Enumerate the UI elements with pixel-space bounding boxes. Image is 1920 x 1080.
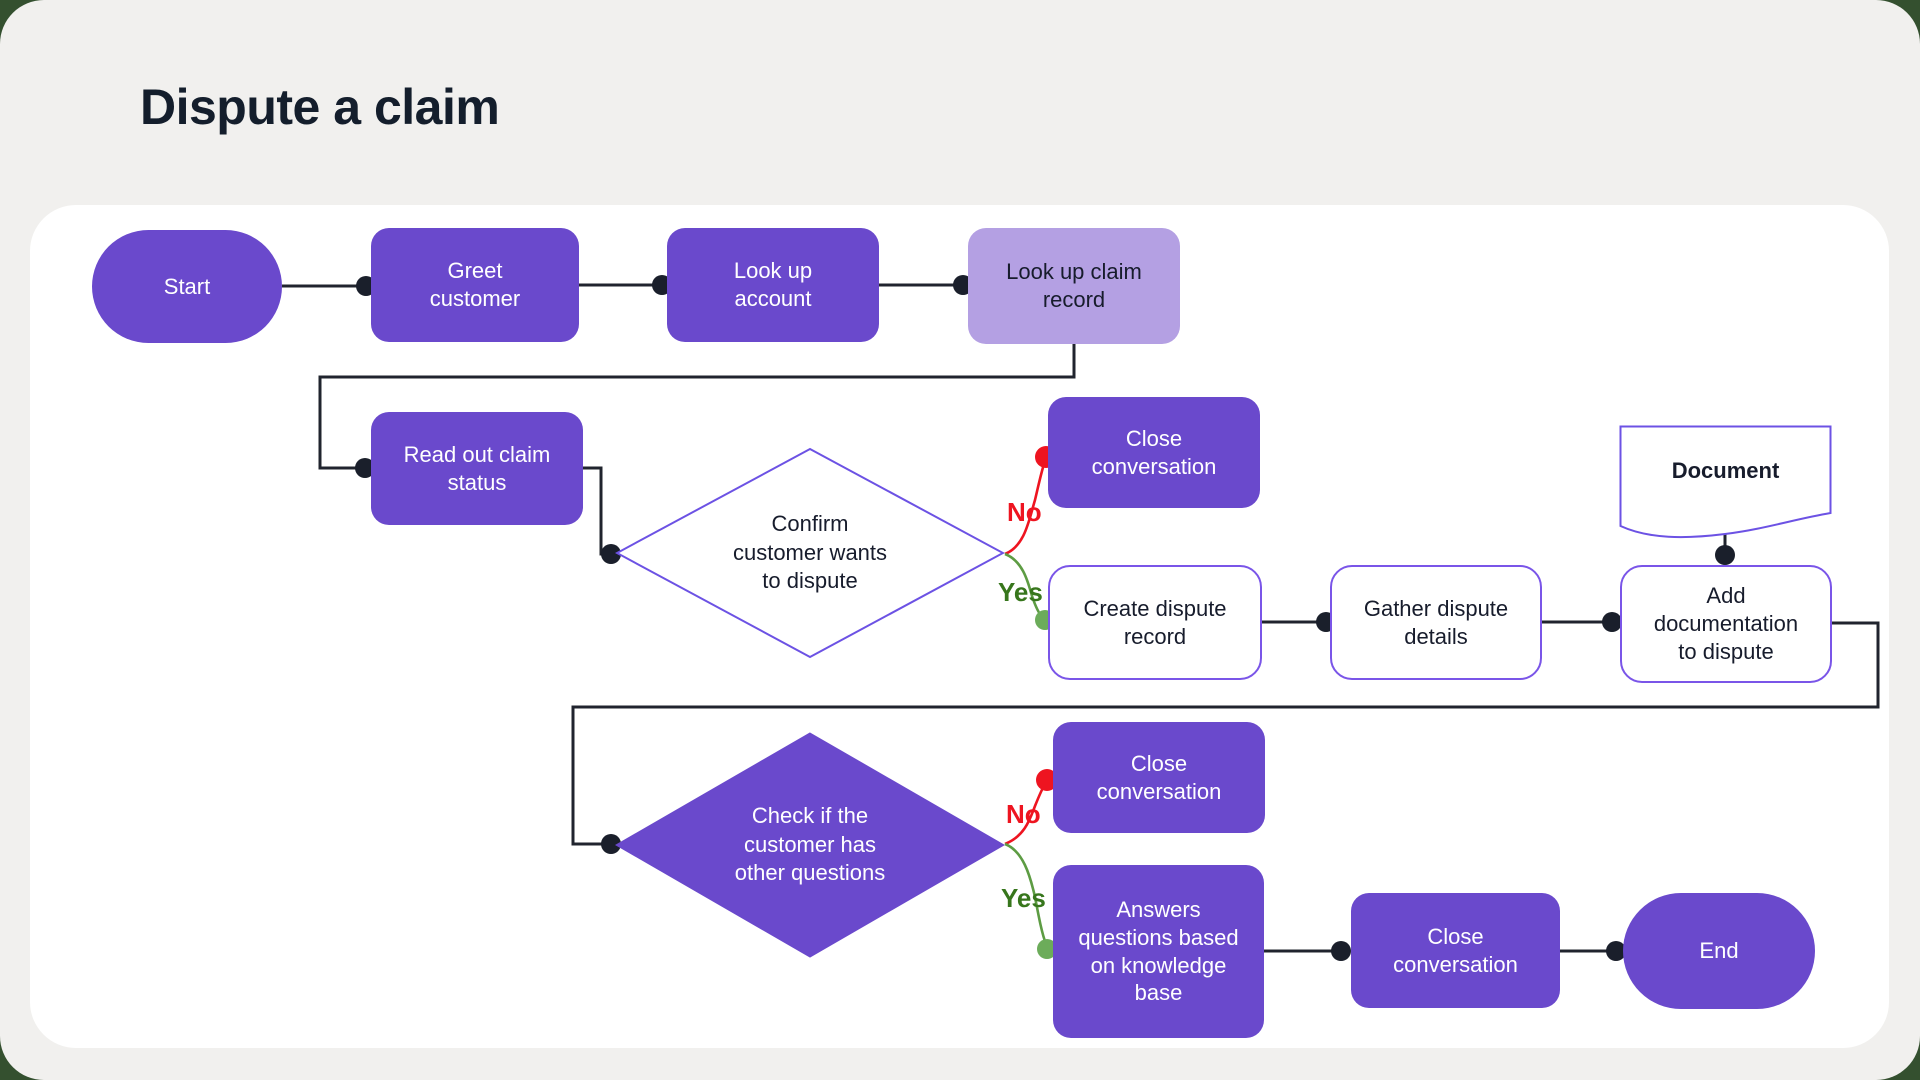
node-look-up-account[interactable]: Look up account bbox=[667, 228, 879, 342]
node-label: Create dispute record bbox=[1083, 595, 1227, 649]
arrow-dot-yes bbox=[1037, 939, 1057, 959]
node-label: Check if the customer has other question… bbox=[734, 803, 886, 886]
edge-confirm-no bbox=[1004, 460, 1047, 556]
node-answers-questions-knowledge-base[interactable]: Answers questions based on knowledge bas… bbox=[1053, 865, 1264, 1038]
edge-read-status-to-confirm bbox=[583, 466, 607, 556]
document-shape bbox=[1619, 425, 1832, 539]
node-gather-dispute-details[interactable]: Gather dispute details bbox=[1330, 565, 1542, 680]
arrow-dot bbox=[1715, 545, 1735, 565]
node-add-documentation-to-dispute[interactable]: Add documentation to dispute bbox=[1620, 565, 1832, 683]
node-label: Read out claim status bbox=[403, 441, 551, 495]
node-confirm-customer-wants-to-dispute[interactable]: Confirm customer wants to dispute bbox=[615, 447, 1005, 659]
node-label: End bbox=[1699, 938, 1739, 964]
node-label: Look up claim record bbox=[1006, 259, 1142, 312]
node-close-conversation-1[interactable]: Close conversation bbox=[1048, 397, 1260, 508]
branch-label-no-2: No bbox=[1006, 799, 1041, 829]
flowchart-canvas: No Yes No Yes Start Greet customer Look … bbox=[30, 205, 1889, 1048]
diamond-shape bbox=[615, 732, 1005, 958]
node-label: Start bbox=[163, 273, 211, 299]
node-label: Confirm customer wants to dispute bbox=[732, 511, 888, 594]
node-label: Answers questions based on knowledge bas… bbox=[1078, 896, 1239, 1006]
node-start[interactable]: Start bbox=[92, 230, 282, 343]
node-label: Close conversation bbox=[1091, 425, 1217, 479]
branch-label-yes-2: Yes bbox=[1001, 883, 1046, 913]
branch-label-yes-1: Yes bbox=[998, 577, 1043, 607]
arrow-dot-no bbox=[1036, 769, 1058, 791]
arrow-dot bbox=[1602, 612, 1622, 632]
edge-add-docs-to-check-questions bbox=[571, 621, 1880, 846]
arrow-dot bbox=[601, 834, 621, 854]
diamond-shape bbox=[615, 447, 1005, 659]
node-document[interactable]: Document bbox=[1619, 425, 1832, 543]
arrow-dot bbox=[1606, 941, 1626, 961]
node-label: Look up account bbox=[733, 258, 813, 311]
node-label: Greet customer bbox=[429, 258, 521, 311]
node-label: Close conversation bbox=[1393, 923, 1518, 977]
edge-claim-record-to-read-status bbox=[318, 344, 1076, 470]
node-greet-customer[interactable]: Greet customer bbox=[371, 228, 579, 342]
arrow-dot bbox=[601, 544, 621, 564]
node-label: Document bbox=[1671, 458, 1780, 483]
arrow-dot bbox=[1331, 941, 1351, 961]
node-check-if-customer-has-other-questions[interactable]: Check if the customer has other question… bbox=[615, 732, 1005, 958]
node-label: Close conversation bbox=[1096, 750, 1222, 804]
edge-check-yes bbox=[1004, 842, 1048, 945]
branch-label-no-1: No bbox=[1007, 497, 1042, 527]
node-end[interactable]: End bbox=[1623, 893, 1815, 1009]
node-read-out-claim-status[interactable]: Read out claim status bbox=[371, 412, 583, 525]
node-label: Add documentation to dispute bbox=[1653, 583, 1799, 664]
arrow-dot bbox=[355, 458, 375, 478]
node-close-conversation-3[interactable]: Close conversation bbox=[1351, 893, 1560, 1008]
page-title: Dispute a claim bbox=[140, 79, 500, 135]
node-look-up-claim-record[interactable]: Look up claim record bbox=[968, 228, 1180, 344]
node-close-conversation-2[interactable]: Close conversation bbox=[1053, 722, 1265, 833]
node-label: Gather dispute details bbox=[1363, 595, 1509, 649]
node-create-dispute-record[interactable]: Create dispute record bbox=[1048, 565, 1262, 680]
